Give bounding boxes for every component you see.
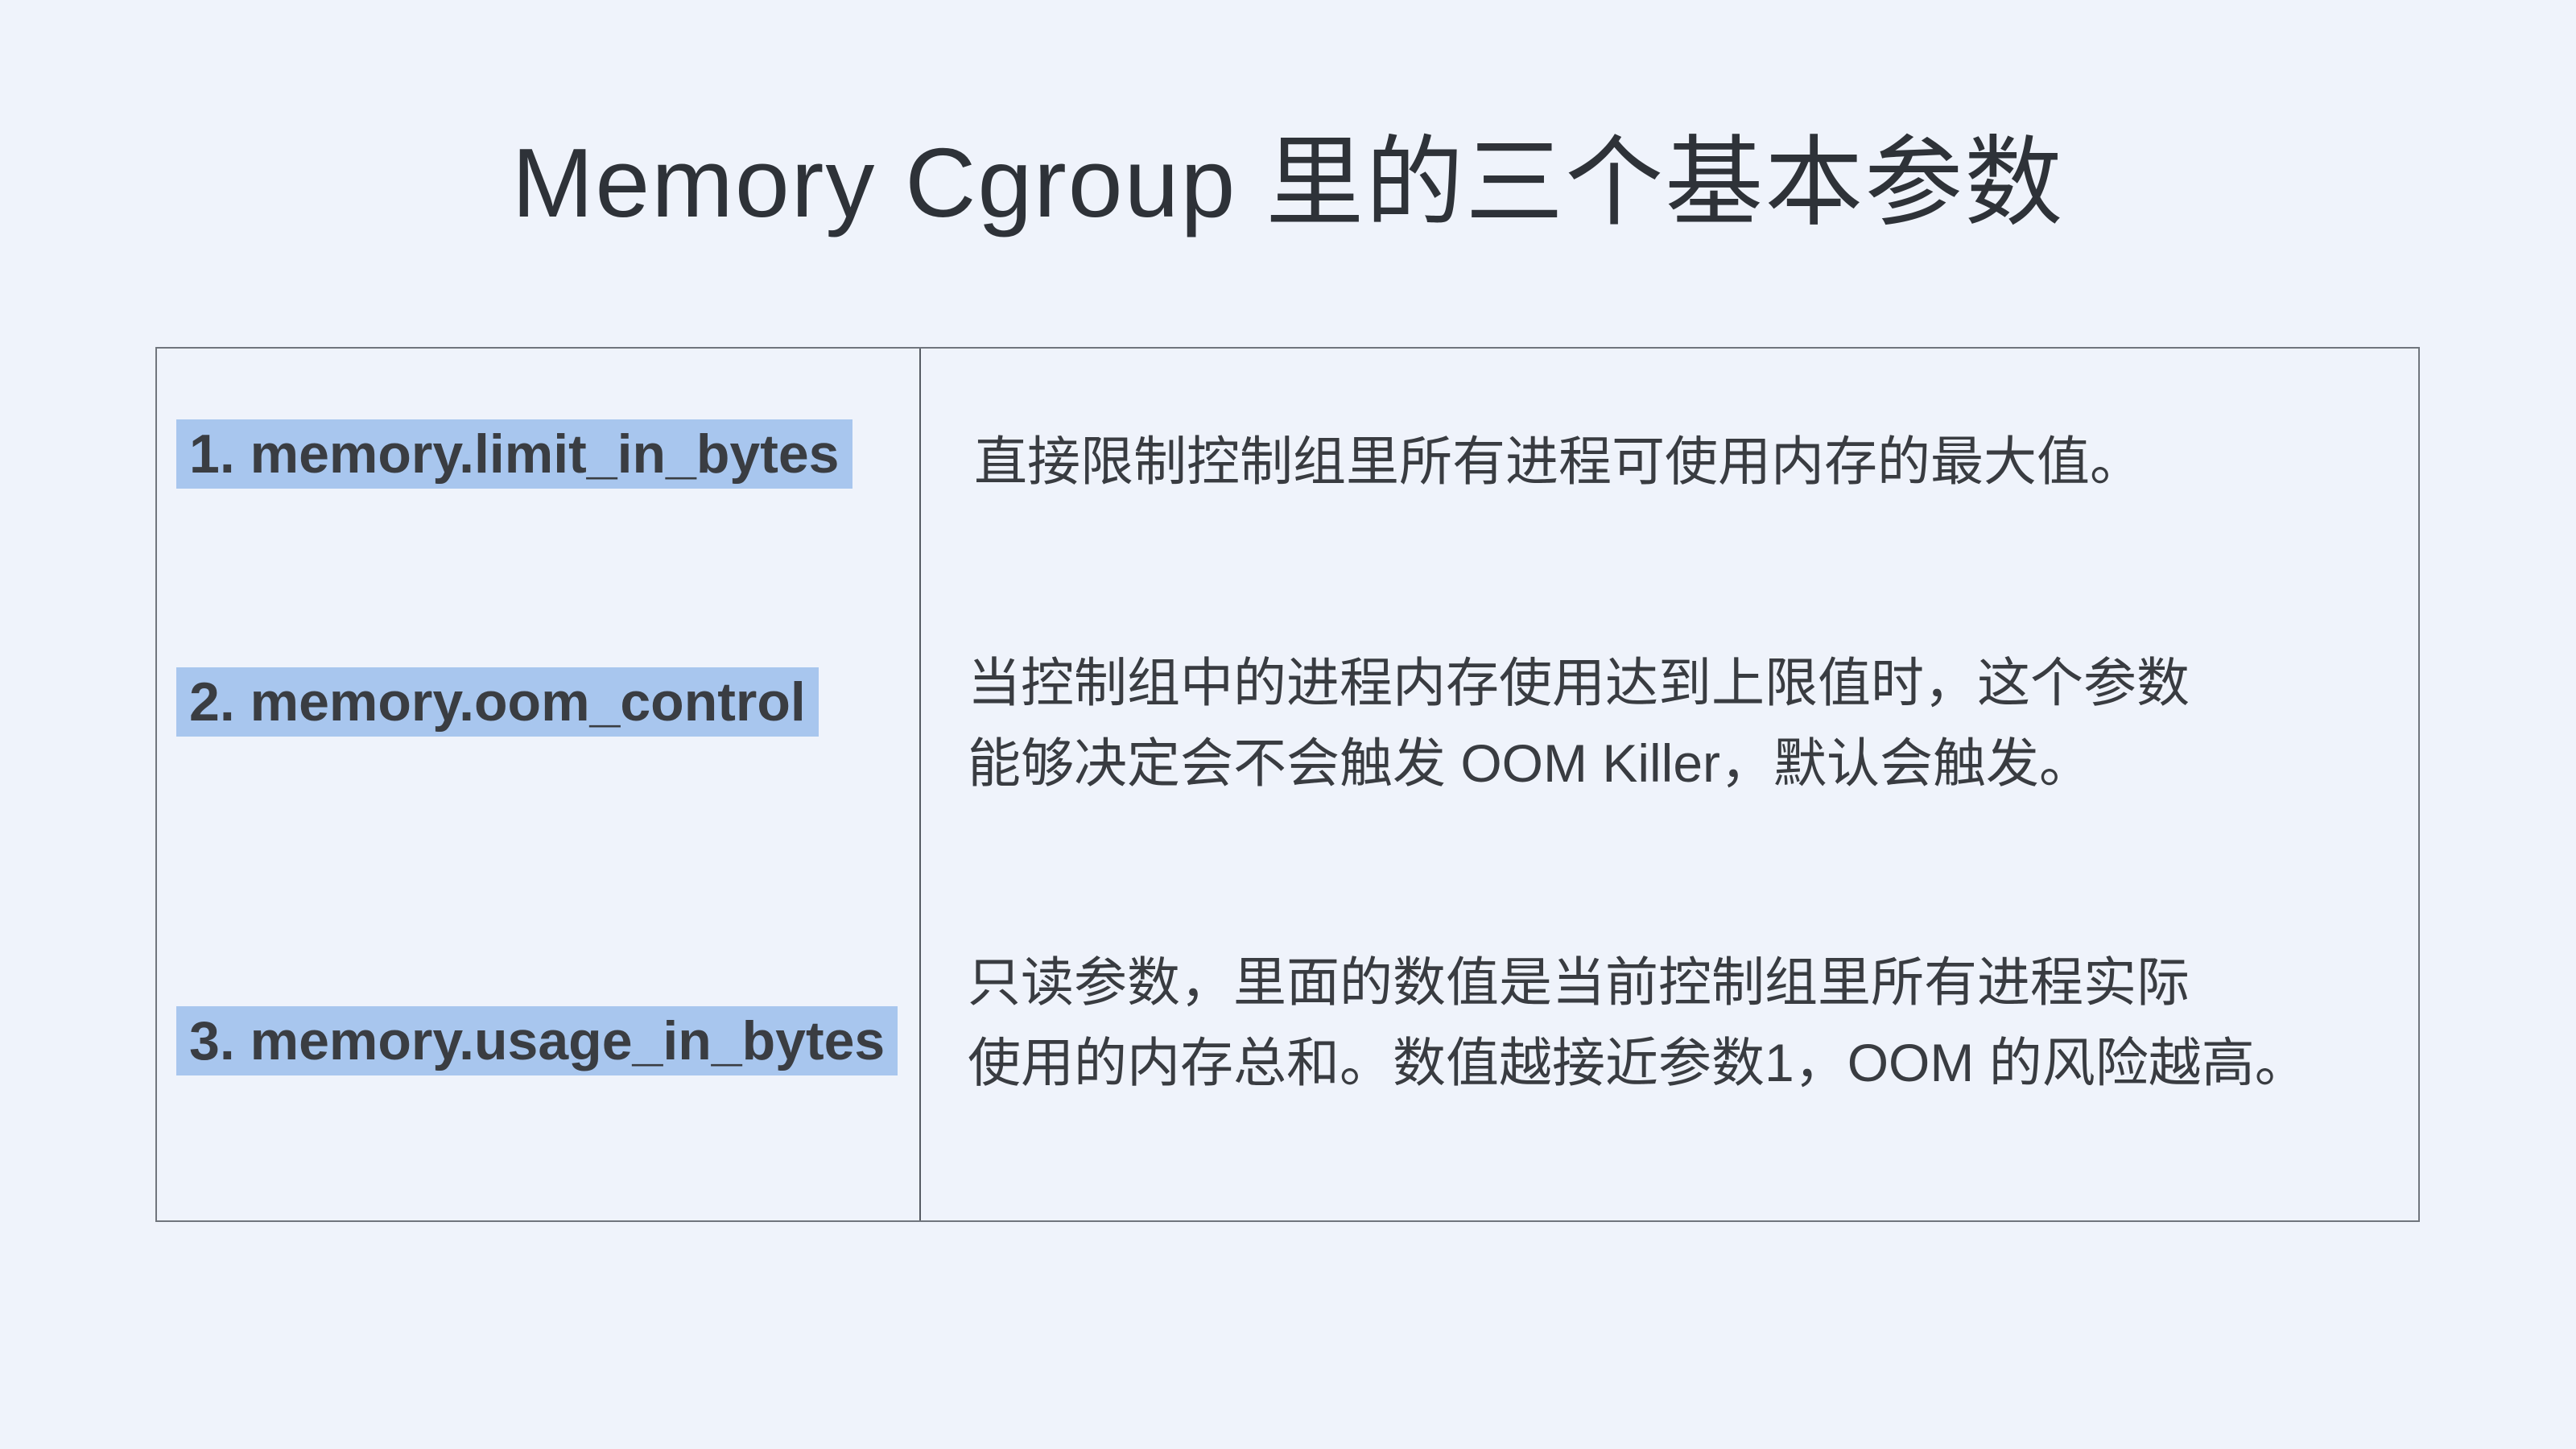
param-cell: 3. memory.usage_in_bytes <box>157 895 921 1220</box>
param-cell: 1. memory.limit_in_bytes <box>157 349 921 573</box>
page-title: Memory Cgroup 里的三个基本参数 <box>511 128 2065 237</box>
description-cell: 只读参数，里面的数值是当前控制组里所有进程实际 使用的内存总和。数值越接近参数1… <box>921 895 2418 1220</box>
description-line: 只读参数，里面的数值是当前控制组里所有进程实际 <box>968 952 2190 1012</box>
param-label-highlighted: 1. memory.limit_in_bytes <box>176 419 852 489</box>
description-line: 当控制组中的进程内存使用达到上限值时，这个参数 <box>968 653 2190 712</box>
param-cell: 2. memory.oom_control <box>157 573 921 895</box>
param-label-highlighted: 2. memory.oom_control <box>176 667 819 737</box>
description-cell: 直接限制控制组里所有进程可使用内存的最大值。 <box>921 349 2418 573</box>
params-table: 1. memory.limit_in_bytes 直接限制控制组里所有进程可使用… <box>155 347 2420 1222</box>
description-line: 直接限制控制组里所有进程可使用内存的最大值。 <box>974 431 2143 491</box>
description-cell: 当控制组中的进程内存使用达到上限值时，这个参数 能够决定会不会触发 OOM Ki… <box>921 573 2418 895</box>
description-line: 能够决定会不会触发 OOM Killer，默认会触发。 <box>968 733 2093 793</box>
description-line: 使用的内存总和。数值越接近参数1，OOM 的风险越高。 <box>968 1033 2308 1092</box>
param-label-highlighted: 3. memory.usage_in_bytes <box>176 1006 898 1075</box>
